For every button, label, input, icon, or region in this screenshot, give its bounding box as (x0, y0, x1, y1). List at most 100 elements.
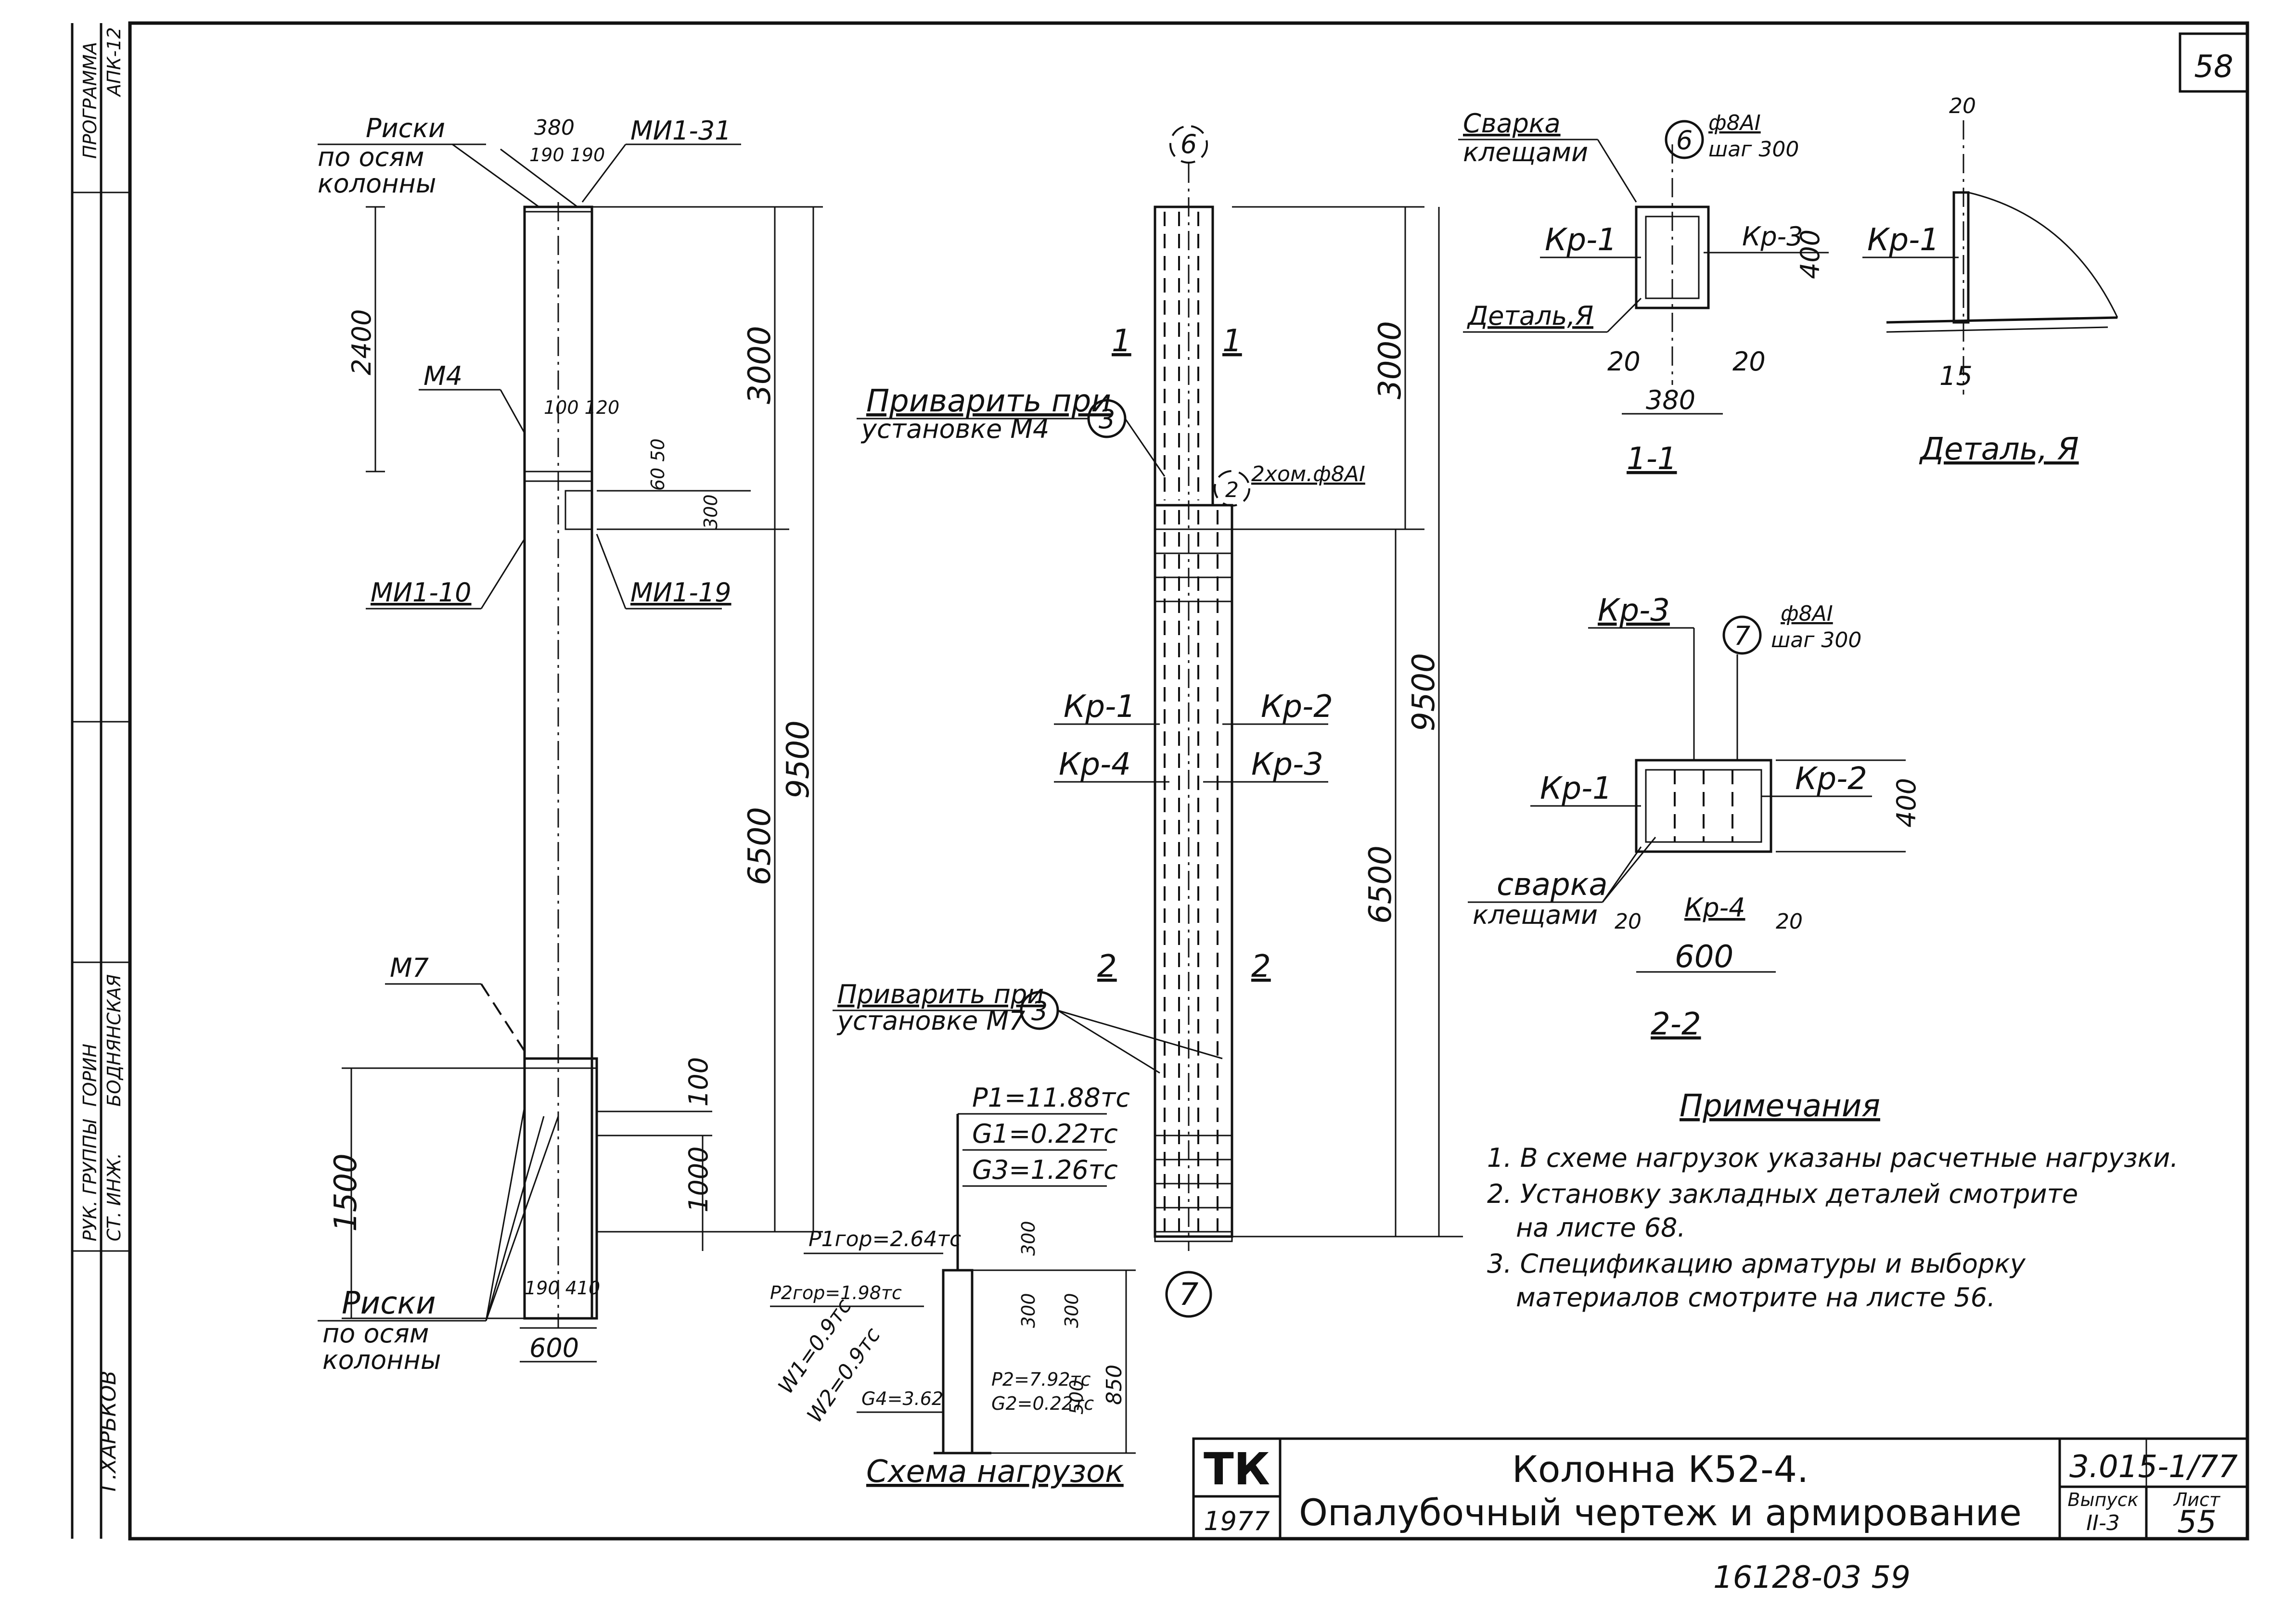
risk-top-line2: по осям (318, 142, 424, 172)
s11-weld-2: клещами (1463, 137, 1588, 167)
load-g1: G1=0.22тс (972, 1119, 1118, 1149)
kr2-label: Кр-2 (1261, 689, 1333, 725)
tb-title1: Колонна К52-4. (1512, 1448, 1809, 1491)
load-p2gor: P2гор=1.98тс (770, 1282, 902, 1303)
s11-step: шаг 300 (1708, 137, 1799, 162)
group-head-label: РУК. ГРУППЫ (79, 1119, 101, 1241)
dim-1000: 1000 (683, 1147, 714, 1212)
sheet-number-box: 58 (2179, 32, 2249, 93)
load-g4: G4=3.62 (861, 1388, 943, 1409)
s22-bar: ф8АI (1781, 601, 1833, 626)
section2-right: 2 (1251, 949, 1271, 984)
risk-bottom-line3: колонны (322, 1345, 441, 1375)
program-code: АПК-12 (103, 27, 125, 98)
label-m7: М7 (390, 953, 429, 983)
sheet-number: 58 (2194, 49, 2233, 85)
s11-dim-20b: 20 (1732, 346, 1766, 377)
dim-600: 600 (529, 1333, 579, 1363)
load-dim-5: 850 (1102, 1365, 1127, 1405)
s22-kr3: Кр-3 (1598, 593, 1670, 628)
note-2: 2. Установку закладных деталей смотрите (1487, 1179, 2078, 1209)
dim-6500: 6500 (742, 807, 778, 885)
detail-ya: 20 Кр-1 15 Деталь, Я (1862, 94, 2118, 467)
s22-dim-20a: 20 (1615, 909, 1642, 934)
reinforcement-elevation: 6 1 1 Приварить при установке М4 3 2 2хо… (833, 125, 1463, 1318)
note-3: 3. Спецификацию арматуры и выборку (1487, 1249, 2026, 1279)
side-strip: ПРОГРАММА АПК-12 РУК. ГРУППЫ ГОРИН СТ. И… (72, 27, 130, 1492)
s22-dim-400: 400 (1891, 778, 1922, 828)
detail-dim-15: 15 (1939, 361, 1973, 391)
s22-weld-1: сварка (1497, 867, 1608, 903)
logo-tk: ТК (1204, 1443, 1270, 1495)
kr3-label: Кр-3 (1251, 747, 1323, 782)
notes-heading: Примечания (1680, 1088, 1880, 1124)
reinf-dim-3000: 3000 (1372, 321, 1408, 399)
note-3b: материалов смотрите на листе 56. (1516, 1282, 1995, 1313)
mark-3-upper: 3 (1099, 404, 1115, 434)
risk-top-line1: Риски (366, 113, 445, 143)
s22-mark: 7 (1734, 621, 1750, 651)
s22-kr2: Кр-2 (1795, 761, 1867, 797)
s11-dim-400: 400 (1795, 230, 1825, 279)
load-p2: P2=7.92тс (991, 1369, 1091, 1390)
kr4-label: Кр-4 (1059, 747, 1131, 782)
load-dim-4: 500 (1066, 1379, 1087, 1415)
section-1-1: Сварка клещами 6 ф8АI шаг 300 Кр-1 Кр-3 … (1458, 108, 1829, 477)
load-g3: G3=1.26тс (972, 1155, 1118, 1185)
note-2b: на листе 68. (1516, 1212, 1686, 1243)
tb-code: 3.015-1/77 (2069, 1449, 2238, 1485)
load-dim-2: 300 (1018, 1293, 1039, 1328)
dim-9500: 9500 (781, 720, 816, 799)
dim-2400: 2400 (346, 309, 377, 375)
s11-mark: 6 (1676, 125, 1693, 155)
section1-right: 1 (1222, 323, 1242, 359)
risk-bottom-line2: по осям (322, 1318, 429, 1349)
note-1: 1. В схеме нагрузок указаны расчетные на… (1487, 1143, 2179, 1173)
s22-weld-2: клещами (1473, 900, 1598, 930)
s11-kr3: Кр-3 (1742, 221, 1803, 252)
load-p1gor: P1гор=2.64тс (808, 1227, 961, 1251)
tb-sheet-label: Лист (2173, 1489, 2221, 1510)
chief-eng-label: СТ. ИНЖ. (103, 1153, 125, 1241)
reinf-dim-9500: 9500 (1406, 653, 1442, 731)
s11-kr1: Кр-1 (1545, 222, 1617, 258)
s11-dim-20a: 20 (1607, 346, 1641, 377)
mark-2: 2 (1225, 478, 1239, 502)
load-scheme-title: Схема нагрузок (866, 1454, 1124, 1490)
dim-100-120: 100 120 (544, 397, 619, 418)
tb-issue-label: Выпуск (2067, 1489, 2138, 1510)
dim-190-410: 190 410 (525, 1277, 600, 1299)
tb-sheet: 55 (2177, 1505, 2216, 1540)
detail-title: Деталь, Я (1919, 432, 2079, 467)
s11-detail: Деталь,Я (1467, 301, 1593, 331)
mark-3-lower: 3 (1031, 996, 1048, 1026)
dim-190-190: 190 190 (529, 144, 605, 166)
dim-60-50: 60 50 (647, 438, 668, 491)
load-p1: P1=11.88тс (972, 1083, 1130, 1113)
s22-dim-20b: 20 (1776, 909, 1803, 934)
risk-bottom-line1: Риски (342, 1286, 436, 1321)
label-mi1-10: МИ1-10 (371, 577, 472, 608)
tb-year: 1977 (1204, 1506, 1270, 1536)
tb-issue: II-3 (2086, 1511, 2120, 1535)
load-dim-3: 300 (1061, 1293, 1082, 1328)
s22-kr4: Кр-4 (1684, 893, 1745, 923)
s22-dim-600: 600 (1675, 939, 1733, 975)
footer-number: 16128-03 59 (1713, 1560, 1911, 1595)
sheet-frame (128, 21, 2249, 1541)
title-block: ТК 1977 Колонна К52-4. Опалубочный черте… (1192, 1437, 2249, 1540)
dim-1500: 1500 (328, 1153, 364, 1232)
section2-left: 2 (1097, 949, 1117, 984)
s22-title: 2-2 (1651, 1007, 1701, 1042)
load-g2: G2=0.22тс (991, 1393, 1094, 1414)
axis-mark: 6 (1180, 129, 1197, 159)
rebar-cage-lower (1154, 504, 1233, 1238)
detail-dim-20: 20 (1949, 94, 1976, 118)
s11-dim-380: 380 (1646, 385, 1695, 415)
clamps-label: 2хом.ф8АI (1251, 462, 1365, 486)
risk-top-line3: колонны (318, 168, 436, 199)
notes: Примечания 1. В схеме нагрузок указаны р… (1487, 1088, 2179, 1313)
kr1-label: Кр-1 (1064, 689, 1136, 725)
dim-3000: 3000 (742, 326, 778, 404)
